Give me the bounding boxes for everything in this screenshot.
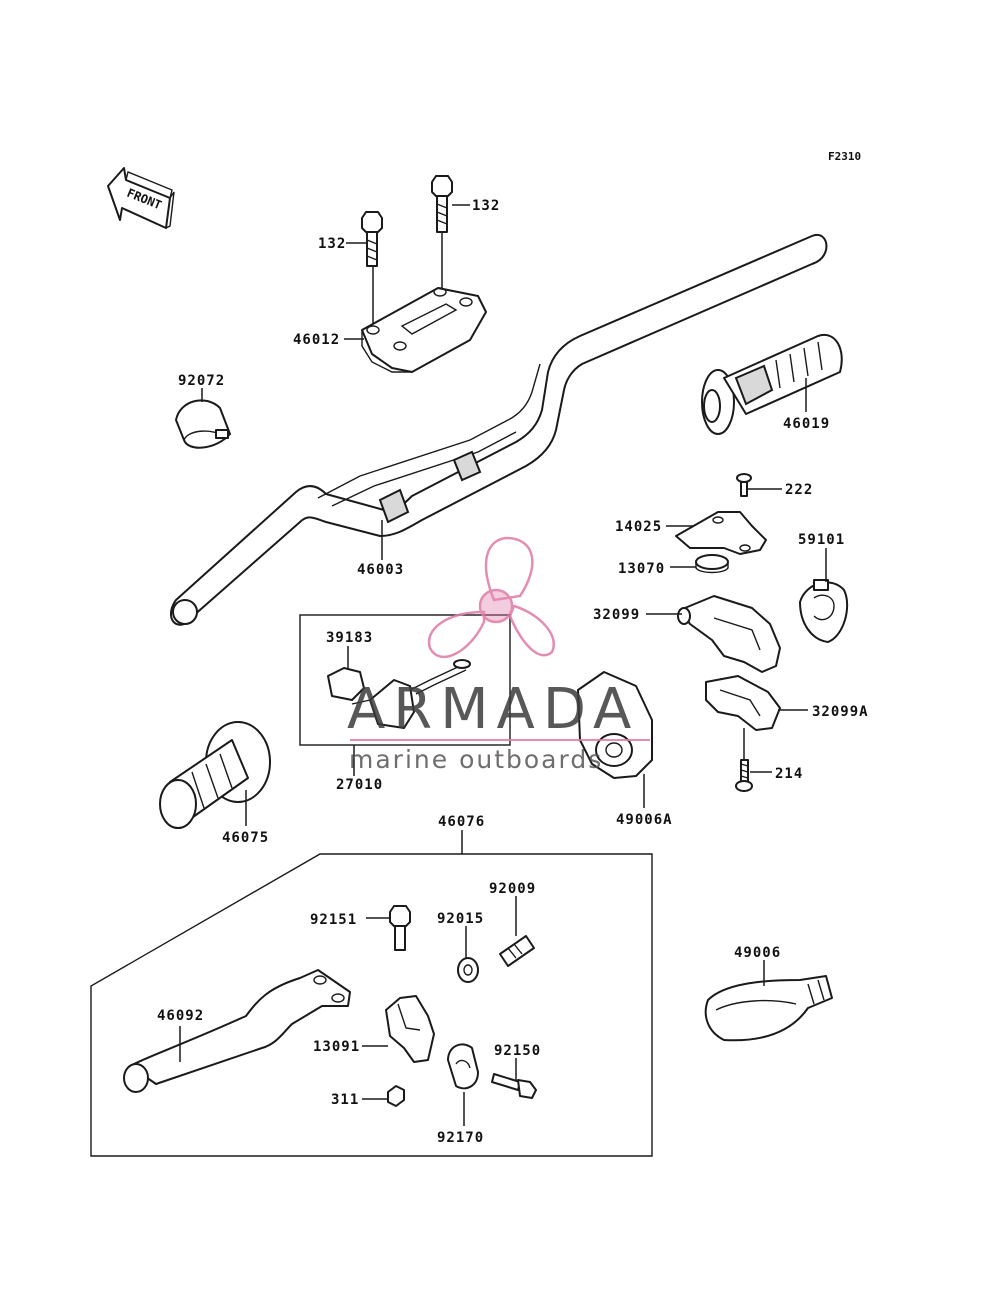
plate-14025 [675,511,767,555]
collar-59101 [799,579,849,643]
clutch-lever-46092 [123,969,351,1093]
label-14025: 14025 [615,519,662,535]
label-92150: 92150 [494,1043,541,1059]
ring-13070 [695,554,729,574]
label-59101: 59101 [798,532,845,548]
label-27010: 27010 [336,777,383,793]
throttle-grip-46019 [701,333,843,435]
label-132-right: 132 [472,198,500,214]
clamp-92170 [447,1043,479,1090]
bolt-92151 [389,905,411,951]
band-92072 [175,399,231,449]
throttle-housing-32099A [705,675,781,731]
label-49006: 49006 [734,945,781,961]
bolt-132-left [361,211,383,267]
switch-housing [351,679,415,729]
nut-92015 [457,957,479,983]
label-46019: 46019 [783,416,830,432]
throttle-housing-32099 [677,595,781,673]
switch-39183 [327,667,365,701]
bolt-132-right [431,175,453,233]
label-46012: 46012 [293,332,340,348]
watermark-brand: ARMADA [347,677,639,742]
label-32099A: 32099A [812,704,869,720]
lever-assembly-frame [90,853,653,1157]
diagram-code: F2310 [828,150,861,163]
cover-49006 [704,975,833,1042]
label-92015: 92015 [437,911,484,927]
label-49006A: 49006A [616,812,673,828]
label-92151: 92151 [310,912,357,928]
label-92170: 92170 [437,1130,484,1146]
screw-214 [735,759,753,792]
bolt-92150 [491,1073,537,1099]
left-grip-46075 [159,721,271,829]
propeller-icon [427,536,555,659]
label-13070: 13070 [618,561,665,577]
label-46076: 46076 [438,814,485,830]
switch-assembly-frame [299,614,511,746]
watermark-tagline: marine outboards [349,745,603,774]
label-222: 222 [785,482,813,498]
label-214: 214 [775,766,803,782]
label-46075: 46075 [222,830,269,846]
nut-311 [387,1085,405,1107]
crossbar-pad-right [452,450,482,482]
label-46003: 46003 [357,562,404,578]
label-32099: 32099 [593,607,640,623]
watermark-logo: ARMADA marine outboards [347,536,650,774]
label-311: 311 [331,1092,359,1108]
adjuster-92009 [499,935,535,967]
label-39183: 39183 [326,630,373,646]
lever-holder-13091 [385,995,435,1063]
handlebar-46003 [169,234,828,626]
screw-222 [736,473,752,497]
label-13091: 13091 [313,1039,360,1055]
label-92072: 92072 [178,373,225,389]
crossbar-pad-left [378,488,410,524]
cover-49006A [577,671,653,779]
front-arrow-icon: FRONT [107,167,175,229]
label-46092: 46092 [157,1008,204,1024]
handlebar-holder-46012 [361,287,487,373]
switch-wire [409,659,471,695]
label-132-left: 132 [318,236,346,252]
label-92009: 92009 [489,881,536,897]
